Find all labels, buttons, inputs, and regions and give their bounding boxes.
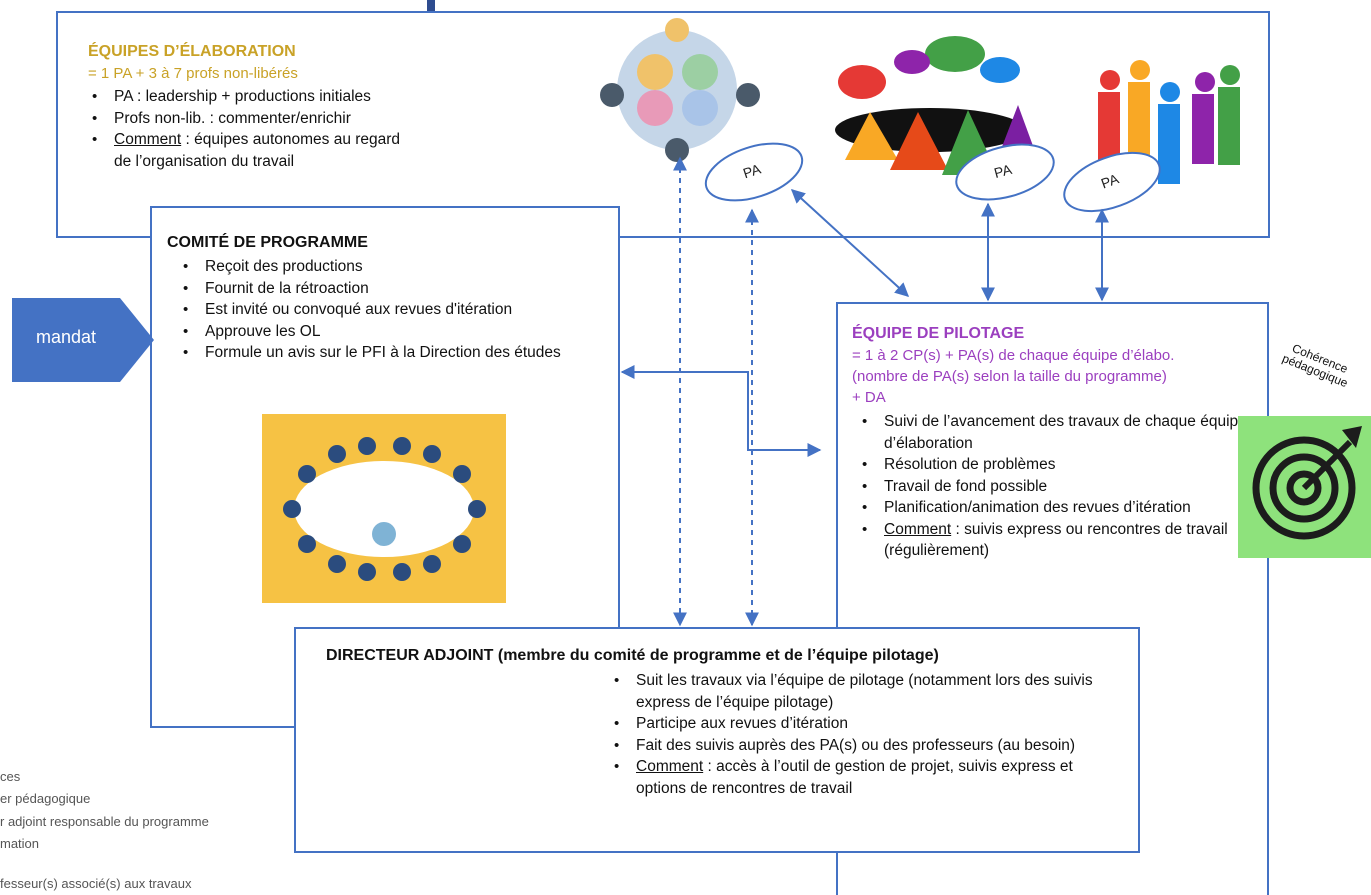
comment-text: : accès à l’outil de gestion de projet, … bbox=[636, 758, 1073, 797]
legend-line-3: r adjoint responsable du programme bbox=[0, 814, 209, 829]
list-item: Comment : suivis express ou rencontres d… bbox=[858, 519, 1257, 562]
comment-label: Comment bbox=[114, 131, 182, 148]
list-item: Comment : équipes autonomes au regard de … bbox=[88, 129, 568, 172]
list-item: Suit les travaux via l’équipe de pilotag… bbox=[610, 670, 1110, 713]
directeur-adjoint-title-wrap: DIRECTEUR ADJOINT (membre du comité de p… bbox=[326, 647, 1126, 665]
comment-label: Comment bbox=[884, 520, 952, 538]
comite-programme-list: Reçoit des productions Fournit de la rét… bbox=[167, 256, 597, 364]
equipes-elaboration-content: ÉQUIPES D’ÉLABORATION = 1 PA + 3 à 7 pro… bbox=[88, 43, 568, 172]
target-image bbox=[1238, 416, 1371, 558]
list-item: Participe aux revues d’itération bbox=[610, 713, 1110, 735]
comment-label: Comment bbox=[636, 758, 704, 775]
equipe-pilotage-content: ÉQUIPE DE PILOTAGE = 1 à 2 CP(s) + PA(s)… bbox=[852, 325, 1257, 562]
list-item: Reçoit des productions bbox=[179, 256, 597, 278]
equipes-elaboration-title: ÉQUIPES D’ÉLABORATION bbox=[88, 43, 296, 60]
equipes-elaboration-subtitle: = 1 PA + 3 à 7 profs non-libérés bbox=[88, 65, 298, 82]
equipe-pilotage-title: ÉQUIPE DE PILOTAGE bbox=[852, 325, 1025, 342]
directeur-adjoint-list: Suit les travaux via l’équipe de pilotag… bbox=[610, 670, 1110, 799]
directeur-adjoint-content: Suit les travaux via l’équipe de pilotag… bbox=[610, 670, 1110, 799]
comment-text-2: de l’organisation du travail bbox=[114, 152, 295, 170]
coherence-label: Cohérence pédagogique bbox=[1280, 340, 1354, 390]
legend-line-2: er pédagogique bbox=[0, 791, 91, 806]
legend-line-6: fesseur(s) associé(s) aux travaux bbox=[0, 876, 192, 891]
table-meeting-image bbox=[262, 414, 506, 603]
comment-text: : suivis express ou rencontres de travai… bbox=[884, 520, 1228, 560]
top-edge-marker bbox=[427, 0, 435, 14]
legend-line-1: ces bbox=[0, 769, 21, 784]
list-item: Est invité ou convoqué aux revues d'itér… bbox=[179, 299, 597, 321]
equipe-pilotage-subtitle-2: (nombre de PA(s) selon la taille du prog… bbox=[852, 368, 1167, 385]
list-item: Approuve les OL bbox=[179, 321, 597, 343]
target-icon bbox=[1252, 426, 1362, 540]
comite-programme-title: COMITÉ DE PROGRAMME bbox=[167, 234, 368, 251]
list-item: Profs non-lib. : commenter/enrichir bbox=[88, 108, 568, 130]
comment-text: : équipes autonomes au regard bbox=[181, 131, 401, 148]
comite-programme-content: COMITÉ DE PROGRAMME Reçoit des productio… bbox=[167, 234, 597, 364]
list-item: Suivi de l’avancement des travaux de cha… bbox=[858, 411, 1257, 454]
list-item: Travail de fond possible bbox=[858, 476, 1257, 498]
list-item: Fait des suivis auprès des PA(s) ou des … bbox=[610, 735, 1110, 757]
list-item: Planification/animation des revues d’ité… bbox=[858, 497, 1257, 519]
legend-line-4: mation bbox=[0, 836, 40, 851]
equipes-elaboration-list: PA : leadership + productions initiales … bbox=[88, 86, 568, 172]
mandat-label: mandat bbox=[36, 327, 97, 347]
mandat-arrow-shape bbox=[12, 298, 154, 382]
list-item: Formule un avis sur le PFI à la Directio… bbox=[179, 342, 597, 364]
meeting-table-icon bbox=[283, 437, 486, 581]
list-item: PA : leadership + productions initiales bbox=[88, 86, 568, 108]
directeur-adjoint-title: DIRECTEUR ADJOINT (membre du comité de p… bbox=[326, 647, 939, 664]
equipe-pilotage-subtitle-1: = 1 à 2 CP(s) + PA(s) de chaque équipe d… bbox=[852, 347, 1175, 364]
list-item: Comment : accès à l’outil de gestion de … bbox=[610, 756, 1110, 799]
mandat-arrow: mandat bbox=[12, 298, 154, 382]
list-item: Fournit de la rétroaction bbox=[179, 278, 597, 300]
list-item: Résolution de problèmes bbox=[858, 454, 1257, 476]
equipe-pilotage-list: Suivi de l’avancement des travaux de cha… bbox=[852, 411, 1257, 562]
equipe-pilotage-subtitle-3: + DA bbox=[852, 389, 886, 406]
